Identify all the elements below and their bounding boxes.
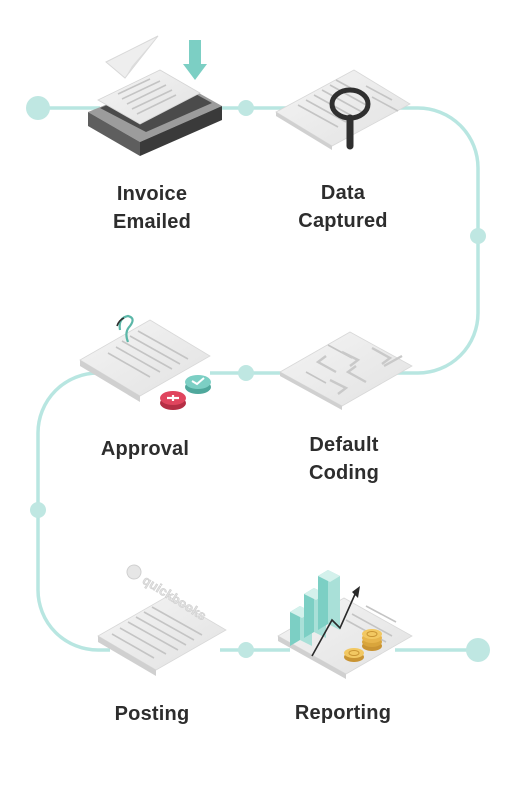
magnifier-document-icon bbox=[275, 69, 411, 150]
bar-chart-coins-icon bbox=[277, 570, 413, 679]
path-node bbox=[238, 642, 254, 658]
path-node bbox=[470, 228, 486, 244]
path-node bbox=[30, 502, 46, 518]
printer-email-icon bbox=[88, 35, 222, 156]
quickbooks-document-icon: quickbooks bbox=[97, 564, 227, 676]
path-node bbox=[238, 365, 254, 381]
end-node bbox=[466, 638, 490, 662]
coding-document-icon bbox=[279, 331, 413, 410]
approval-document-icon bbox=[79, 314, 211, 410]
start-node bbox=[26, 96, 50, 120]
step-label-reporting: Reporting bbox=[294, 702, 392, 724]
step-label-posting: Posting bbox=[114, 703, 190, 725]
path-node bbox=[238, 100, 254, 116]
step-label-approval: Approval bbox=[100, 438, 190, 460]
